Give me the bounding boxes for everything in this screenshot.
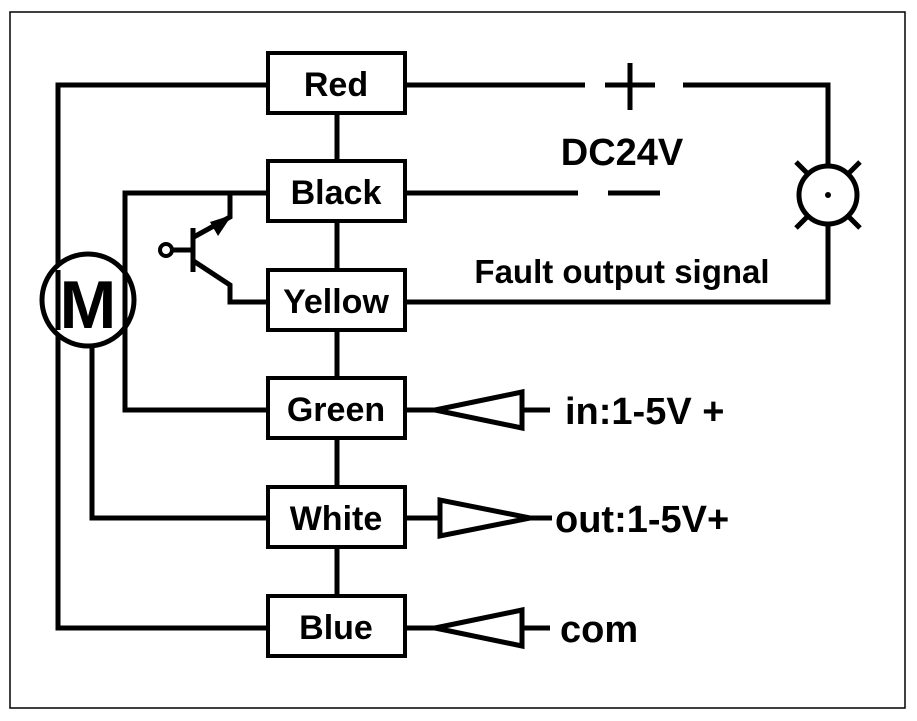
wire-label-red: Red (304, 66, 368, 104)
white-signal: out:1-5V+ (405, 496, 729, 541)
motor-icon: M (39, 251, 137, 349)
white-signal-label: out:1-5V+ (555, 499, 729, 541)
white-wire (89, 340, 268, 521)
green-signal: in:1-5V + (405, 388, 724, 433)
plus-icon (605, 63, 655, 110)
lamp-supply-wire (683, 82, 831, 165)
lamp-icon (794, 160, 862, 230)
blue-signal: com (405, 606, 638, 651)
fault-label: Fault output signal (474, 253, 769, 290)
wire-label-yellow: Yellow (283, 283, 389, 321)
diagram-border (9, 11, 906, 709)
motor-label: M (60, 267, 117, 343)
wire-label-black: Black (291, 174, 382, 212)
wire-label-white: White (290, 500, 383, 538)
wire-label-blue: Blue (299, 609, 373, 647)
wire-label-green: Green (287, 391, 385, 429)
power-label: DC24V (561, 132, 684, 174)
wire-box-blue: Blue (266, 594, 407, 658)
wire-box-yellow: Yellow (266, 268, 407, 332)
wire-box-black: Black (266, 159, 407, 223)
green-signal-label: in:1-5V + (565, 391, 724, 433)
wire-box-white: White (266, 485, 407, 549)
wire-box-green: Green (266, 376, 407, 440)
red-blue-wire (55, 82, 268, 631)
wire-box-red: Red (266, 51, 407, 115)
fault-wire (405, 225, 831, 305)
transistor-icon (158, 193, 268, 305)
blue-signal-label: com (560, 609, 638, 651)
